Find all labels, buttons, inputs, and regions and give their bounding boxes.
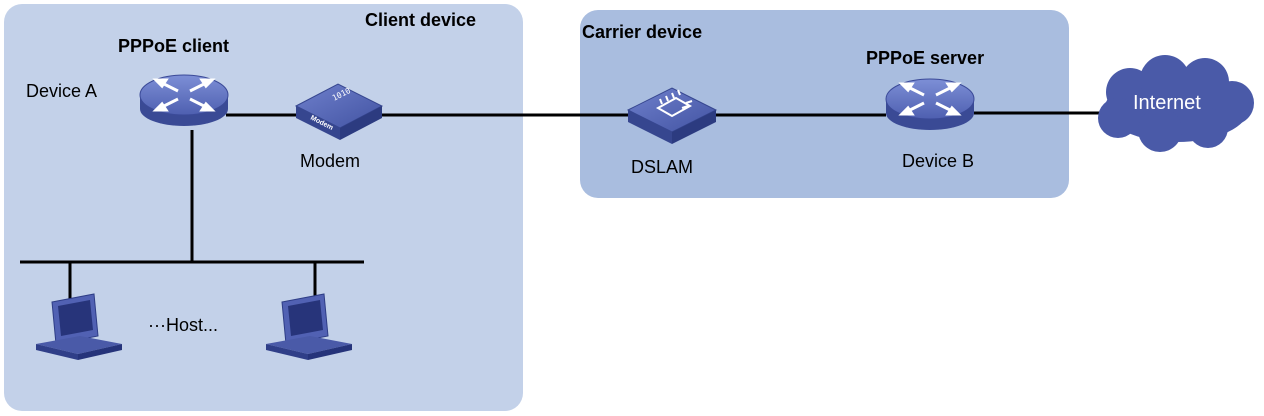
modem-icon: 1010 Modem xyxy=(294,83,384,140)
cloud-icon xyxy=(1098,55,1254,152)
pppoe-server-label: PPPoE server xyxy=(866,48,985,68)
router-icon xyxy=(139,74,229,126)
device-a-label: Device A xyxy=(26,81,98,101)
carrier-device-title: Carrier device xyxy=(582,22,703,42)
pppoe-client-label: PPPoE client xyxy=(118,36,230,56)
dslam-icon xyxy=(626,87,718,144)
modem-label: Modem xyxy=(300,151,361,171)
client-device-title: Client device xyxy=(365,10,477,30)
links xyxy=(20,111,1100,300)
hosts-label: ···Host... xyxy=(148,315,218,335)
host-pc-icon xyxy=(36,293,122,360)
router-icon xyxy=(885,78,975,130)
host-pc-icon xyxy=(266,293,352,360)
dslam-label: DSLAM xyxy=(631,157,694,177)
internet-label: Internet xyxy=(1133,92,1201,114)
device-b-label: Device B xyxy=(902,151,975,171)
